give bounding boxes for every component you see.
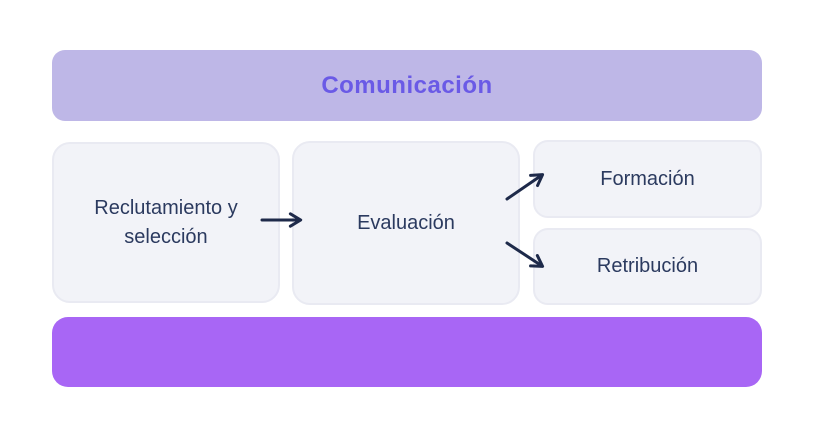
box-reclutamiento-y-seleccion-label: Reclutamiento y selección	[94, 196, 238, 248]
box-evaluacion: Evaluación	[292, 141, 520, 305]
box-formacion-label: Formación	[600, 167, 695, 190]
communication-banner-label: Comunicación	[321, 71, 493, 99]
bottom-bar	[52, 317, 762, 387]
box-retribucion: Retribución	[533, 228, 762, 305]
box-retribucion-label: Retribución	[596, 255, 699, 277]
box-formacion: Formación	[533, 140, 762, 218]
box-evaluacion-label: Evaluación	[357, 211, 455, 234]
box-reclutamiento-y-seleccion: Reclutamiento y selección	[52, 142, 280, 303]
communication-banner: Comunicación	[52, 50, 762, 121]
